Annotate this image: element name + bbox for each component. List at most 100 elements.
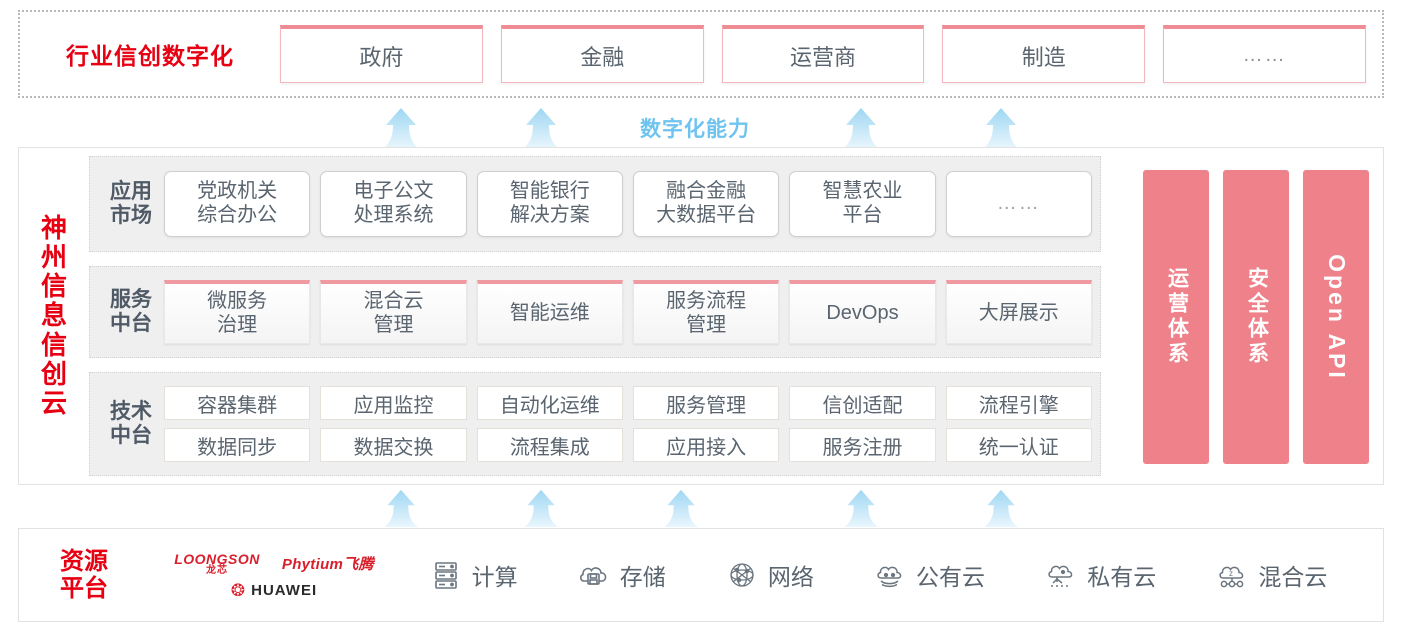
cloud-title-char: 信 bbox=[40, 329, 67, 360]
pillar-security-system[interactable]: 安全体系 bbox=[1223, 170, 1289, 464]
tech-card-xinchuang-adaptation[interactable]: 信创适配 bbox=[789, 386, 936, 420]
server-rack-icon bbox=[429, 558, 463, 592]
cloud-title-char: 息 bbox=[40, 300, 67, 331]
cloud-storage-icon bbox=[577, 558, 611, 592]
resource-title-line: 平台 bbox=[60, 575, 108, 602]
up-arrow-icon bbox=[378, 106, 424, 150]
tech-card-service-mgmt[interactable]: 服务管理 bbox=[632, 386, 780, 420]
service-card-aiops[interactable]: 智能运维 bbox=[476, 280, 623, 344]
layer-label-service-platform: 服务 中台 bbox=[98, 288, 164, 335]
tech-card-unified-auth[interactable]: 统一认证 bbox=[945, 428, 1092, 462]
service-card-devops[interactable]: DevOps bbox=[789, 280, 936, 344]
up-arrow-icon bbox=[838, 488, 884, 528]
cloud-title-char: 云 bbox=[40, 387, 67, 418]
resource-item-network[interactable]: 网络 bbox=[725, 558, 814, 592]
vendor-row-bottom: ❂ HUAWEI bbox=[231, 582, 317, 599]
resource-item-hybrid-cloud[interactable]: z 混合云 bbox=[1215, 558, 1327, 592]
up-arrow-icon bbox=[978, 106, 1024, 150]
shenzhou-cloud-panel: 神 州 信 息 信 创 云 应用 市场 党政机关综合办公 电子公文处 bbox=[18, 147, 1384, 485]
app-card-smart-banking[interactable]: 智能银行解决方案 bbox=[476, 171, 623, 237]
resource-arrow-strip bbox=[0, 486, 1402, 528]
industry-card-government[interactable]: 政府 bbox=[280, 25, 483, 83]
layer-label-app-market: 应用 市场 bbox=[98, 180, 164, 227]
resource-title-line: 资源 bbox=[60, 547, 108, 575]
resource-item-compute[interactable]: 计算 bbox=[429, 558, 518, 592]
app-card-government-office[interactable]: 党政机关综合办公 bbox=[164, 171, 311, 237]
tech-card-service-registry[interactable]: 服务注册 bbox=[789, 428, 936, 462]
layer-tech-platform: 技术 中台 容器集群 应用监控 自动化运维 服务管理 信创适配 流程引擎 数据同… bbox=[89, 372, 1101, 476]
tech-card-row: 数据同步 数据交换 流程集成 应用接入 服务注册 统一认证 bbox=[164, 428, 1092, 462]
huawei-flower-icon: ❂ bbox=[230, 580, 246, 600]
layer-label-line: 服务 bbox=[110, 288, 152, 312]
service-card-list: 微服务治理 混合云管理 智能运维 服务流程管理 DevOps bbox=[164, 280, 1092, 344]
capability-label: 数字化能力 bbox=[640, 118, 750, 141]
tech-card-app-monitoring[interactable]: 应用监控 bbox=[320, 386, 467, 420]
svg-text:z: z bbox=[1229, 569, 1233, 578]
app-card-smart-agriculture[interactable]: 智慧农业平台 bbox=[789, 171, 936, 237]
resource-item-private-cloud[interactable]: 私有云 bbox=[1044, 558, 1156, 592]
pillar-group: 运营体系 安全体系 Open API bbox=[1143, 170, 1369, 464]
industry-band-title: 行业信创数字化 bbox=[66, 43, 234, 69]
phytium-logo: Phytium飞腾 bbox=[281, 556, 374, 573]
up-arrow-icon bbox=[518, 488, 564, 528]
service-card-process-mgmt[interactable]: 服务流程管理 bbox=[632, 280, 780, 344]
layer-label-tech-platform: 技术 中台 bbox=[98, 400, 164, 447]
loongson-logo: LOONGSON 龙芯 bbox=[174, 550, 260, 576]
tech-card-data-sync[interactable]: 数据同步 bbox=[164, 428, 311, 462]
tech-card-process-integration[interactable]: 流程集成 bbox=[476, 428, 623, 462]
up-arrow-icon bbox=[658, 488, 704, 528]
layer-label-line: 中台 bbox=[110, 424, 152, 447]
tech-card-automation-ops[interactable]: 自动化运维 bbox=[476, 386, 623, 420]
hybrid-cloud-icon: z bbox=[1215, 558, 1249, 592]
tech-card-row: 容器集群 应用监控 自动化运维 服务管理 信创适配 流程引擎 bbox=[164, 386, 1092, 420]
up-arrow-icon bbox=[978, 488, 1024, 528]
public-cloud-icon bbox=[873, 558, 907, 592]
layer-label-line: 技术 bbox=[110, 400, 152, 424]
layer-label-line: 市场 bbox=[110, 204, 152, 227]
tech-card-container-cluster[interactable]: 容器集群 bbox=[164, 386, 311, 420]
industry-card-more[interactable]: …… bbox=[1163, 25, 1366, 83]
up-arrow-icon bbox=[518, 106, 564, 150]
resource-platform-title: 资源 平台 bbox=[19, 548, 149, 603]
pillar-operations-system[interactable]: 运营体系 bbox=[1143, 170, 1209, 464]
layer-app-market: 应用 市场 党政机关综合办公 电子公文处理系统 智能银行解决方案 融合金融大数据… bbox=[89, 156, 1101, 252]
service-card-microservice-governance[interactable]: 微服务治理 bbox=[164, 280, 311, 344]
pillar-open-api[interactable]: Open API bbox=[1303, 170, 1369, 464]
tech-card-grid: 容器集群 应用监控 自动化运维 服务管理 信创适配 流程引擎 数据同步 数据交换… bbox=[164, 386, 1092, 462]
cloud-title-char: 信 bbox=[40, 271, 67, 302]
service-card-hybrid-cloud-mgmt[interactable]: 混合云管理 bbox=[320, 280, 467, 344]
industry-card-telecom[interactable]: 运营商 bbox=[721, 25, 925, 83]
up-arrow-icon bbox=[838, 106, 884, 150]
resource-item-storage[interactable]: 存储 bbox=[577, 558, 666, 592]
app-card-more[interactable]: …… bbox=[945, 171, 1092, 237]
capability-arrow-strip: 数字化能力 bbox=[0, 104, 1402, 150]
layer-service-platform: 服务 中台 微服务治理 混合云管理 智能运维 服务流程管理 bbox=[89, 266, 1101, 358]
resource-item-public-cloud[interactable]: 公有云 bbox=[873, 558, 985, 592]
cloud-title-char: 神 bbox=[40, 213, 67, 244]
resource-platform-panel: 资源 平台 LOONGSON 龙芯 Phytium飞腾 ❂ HUAWEI bbox=[18, 528, 1384, 622]
industry-card-list: 政府 金融 运营商 制造 …… bbox=[280, 25, 1382, 83]
tech-card-process-engine[interactable]: 流程引擎 bbox=[945, 386, 1092, 420]
tech-card-app-access[interactable]: 应用接入 bbox=[632, 428, 780, 462]
cloud-title-char: 创 bbox=[40, 358, 67, 389]
cloud-panel-title: 神 州 信 息 信 创 云 bbox=[19, 148, 89, 484]
industry-card-manufacturing[interactable]: 制造 bbox=[942, 25, 1146, 83]
vendor-logo-group: LOONGSON 龙芯 Phytium飞腾 ❂ HUAWEI bbox=[149, 552, 399, 599]
app-card-e-document-system[interactable]: 电子公文处理系统 bbox=[320, 171, 467, 237]
vendor-row-top: LOONGSON 龙芯 Phytium飞腾 bbox=[174, 552, 374, 576]
tech-card-data-exchange[interactable]: 数据交换 bbox=[320, 428, 467, 462]
industry-card-finance[interactable]: 金融 bbox=[500, 25, 704, 83]
app-card-finance-bigdata[interactable]: 融合金融大数据平台 bbox=[632, 171, 780, 237]
cloud-title-char: 州 bbox=[40, 242, 67, 273]
service-card-dashboard[interactable]: 大屏展示 bbox=[945, 280, 1092, 344]
private-cloud-icon bbox=[1044, 558, 1078, 592]
industry-band: 行业信创数字化 政府 金融 运营商 制造 …… bbox=[18, 10, 1384, 98]
layer-label-line: 中台 bbox=[110, 312, 152, 335]
cloud-panel-body: 应用 市场 党政机关综合办公 电子公文处理系统 智能银行解决方案 融合金融大数据… bbox=[89, 148, 1383, 484]
app-market-card-list: 党政机关综合办公 电子公文处理系统 智能银行解决方案 融合金融大数据平台 智慧农… bbox=[164, 171, 1092, 237]
up-arrow-icon bbox=[378, 488, 424, 528]
huawei-logo: ❂ HUAWEI bbox=[230, 580, 318, 600]
layer-label-line: 应用 bbox=[110, 180, 152, 204]
resource-item-list: 计算 存储 bbox=[399, 558, 1383, 592]
